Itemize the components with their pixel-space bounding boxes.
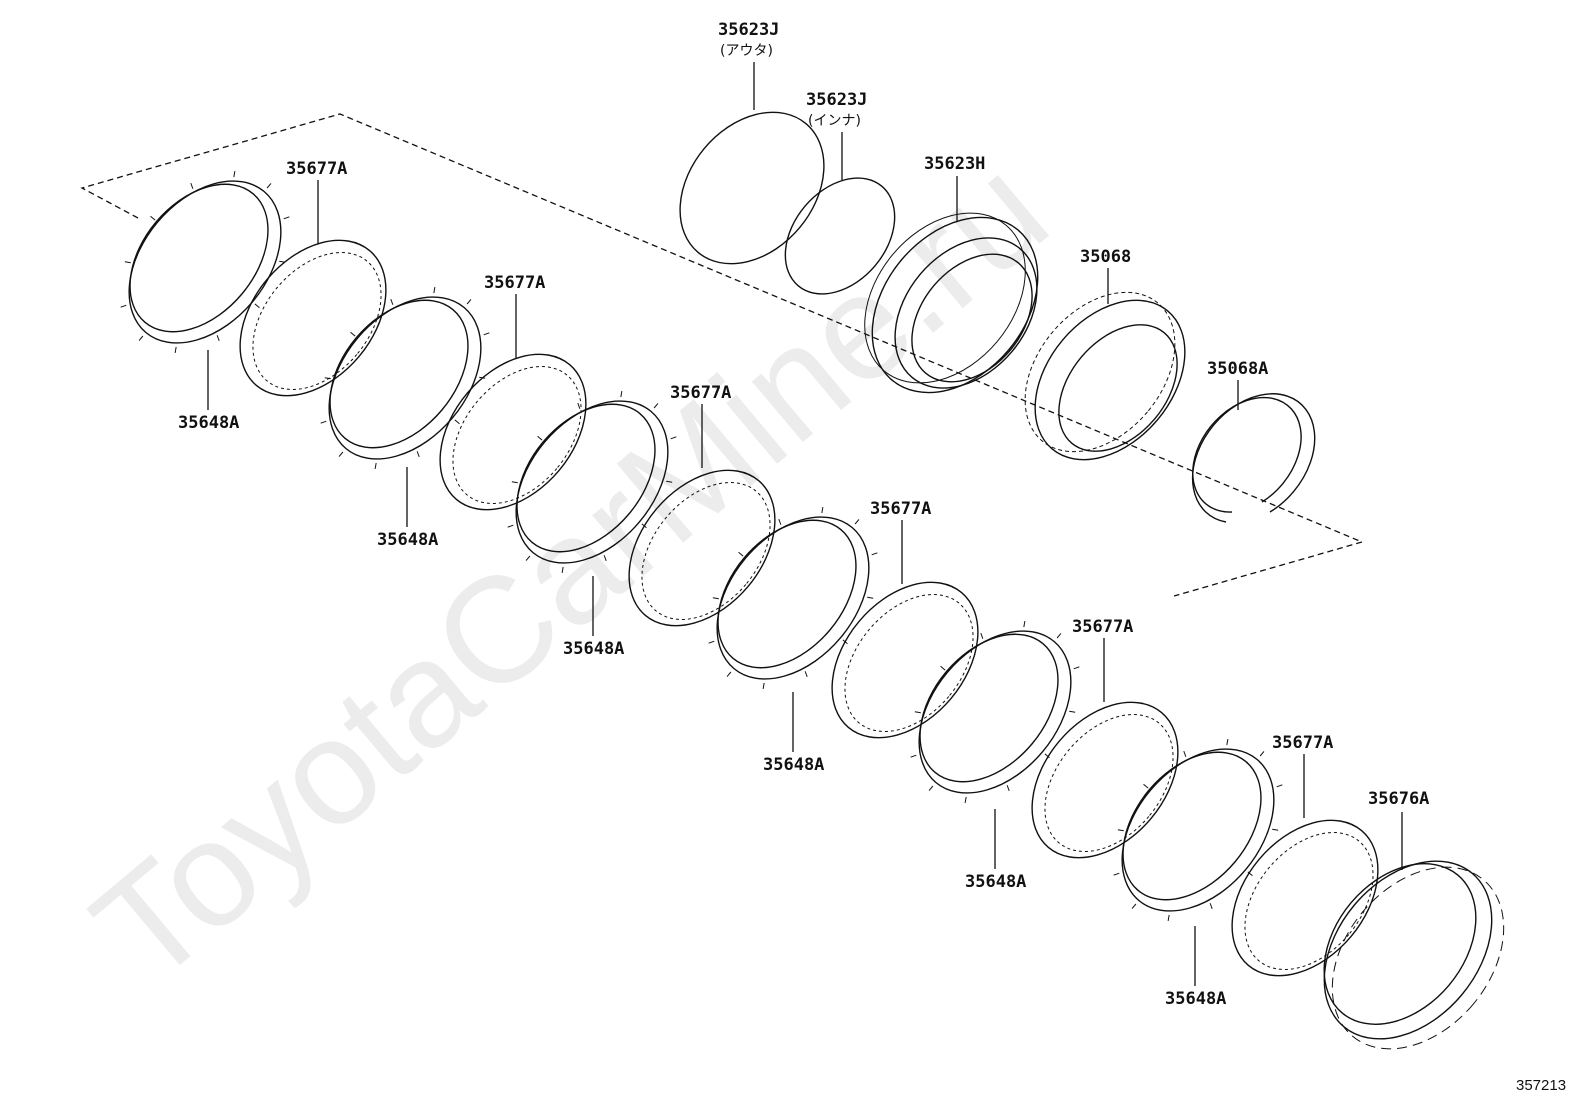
clutch-pack [120,170,1379,977]
callout-35677A-6: 35677A [1272,733,1333,753]
part-35677A-friction-disc-5 [1031,701,1179,859]
svg-text:35623J: 35623J [718,20,779,40]
callout-35677A-1: 35677A [286,159,347,179]
part-35648A-steel-plate-5 [910,620,1080,804]
part-35623J-inner-seal [784,177,896,295]
callout-35677A-5: 35677A [1072,617,1133,637]
part-35068A-snap-ring [1191,393,1316,523]
part-35623H-piston [864,212,1039,394]
part-35677A-friction-disc-4 [831,581,979,739]
part-35623J-outer-seal [679,111,825,265]
part-35648A-steel-plate-3 [507,390,677,574]
svg-text:(インナ): (インナ) [808,113,861,129]
callout-35648A-2: 35648A [377,530,438,550]
callout-35648A-1: 35648A [178,413,239,433]
assembly-group-frame [80,113,1364,597]
part-35648A-steel-plate-4 [708,506,878,690]
callout-35648A-3: 35648A [563,639,624,659]
watermark: ToyotaCarMine.ru [63,125,1078,1015]
callout-35623H: 35623H [924,154,985,174]
callout-35648A-6: 35648A [1165,989,1226,1009]
part-35677A-friction-disc-1 [239,239,387,397]
callout-35677A-3: 35677A [670,383,731,403]
part-35677A-friction-disc-6 [1231,819,1379,977]
part-35648A-steel-plate-2 [320,286,490,470]
figure-number: 357213 [1516,1077,1566,1094]
callout-35068: 35068 [1080,247,1131,267]
part-35677A-friction-disc-2 [439,353,587,511]
svg-text:35623J: 35623J [806,90,867,110]
part-35677A-friction-disc-3 [628,469,776,627]
part-35068-spring-retainer [1024,291,1186,461]
part-35676A-flange [1323,860,1505,1050]
callout-35068A: 35068A [1207,359,1268,379]
part-35648A-steel-plate-1 [120,170,290,354]
callout-35676A: 35676A [1368,789,1429,809]
callout-35677A-4: 35677A [870,499,931,519]
callout-35677A-2: 35677A [484,273,545,293]
leader-lines [753,62,1403,870]
callout-35648A-4: 35648A [763,755,824,775]
svg-text:(アウタ): (アウタ) [720,43,773,59]
clutch-pack-labels: 35677A 35677A 35677A 35677A 35677A 35677A 3564… [178,159,1333,1009]
callout-35623J-inner: 35623J (インナ) [806,90,867,129]
callout-35648A-5: 35648A [965,872,1026,892]
part-35648A-steel-plate-6 [1113,738,1283,922]
callout-35623J-outer: 35623J (アウタ) [718,20,779,59]
